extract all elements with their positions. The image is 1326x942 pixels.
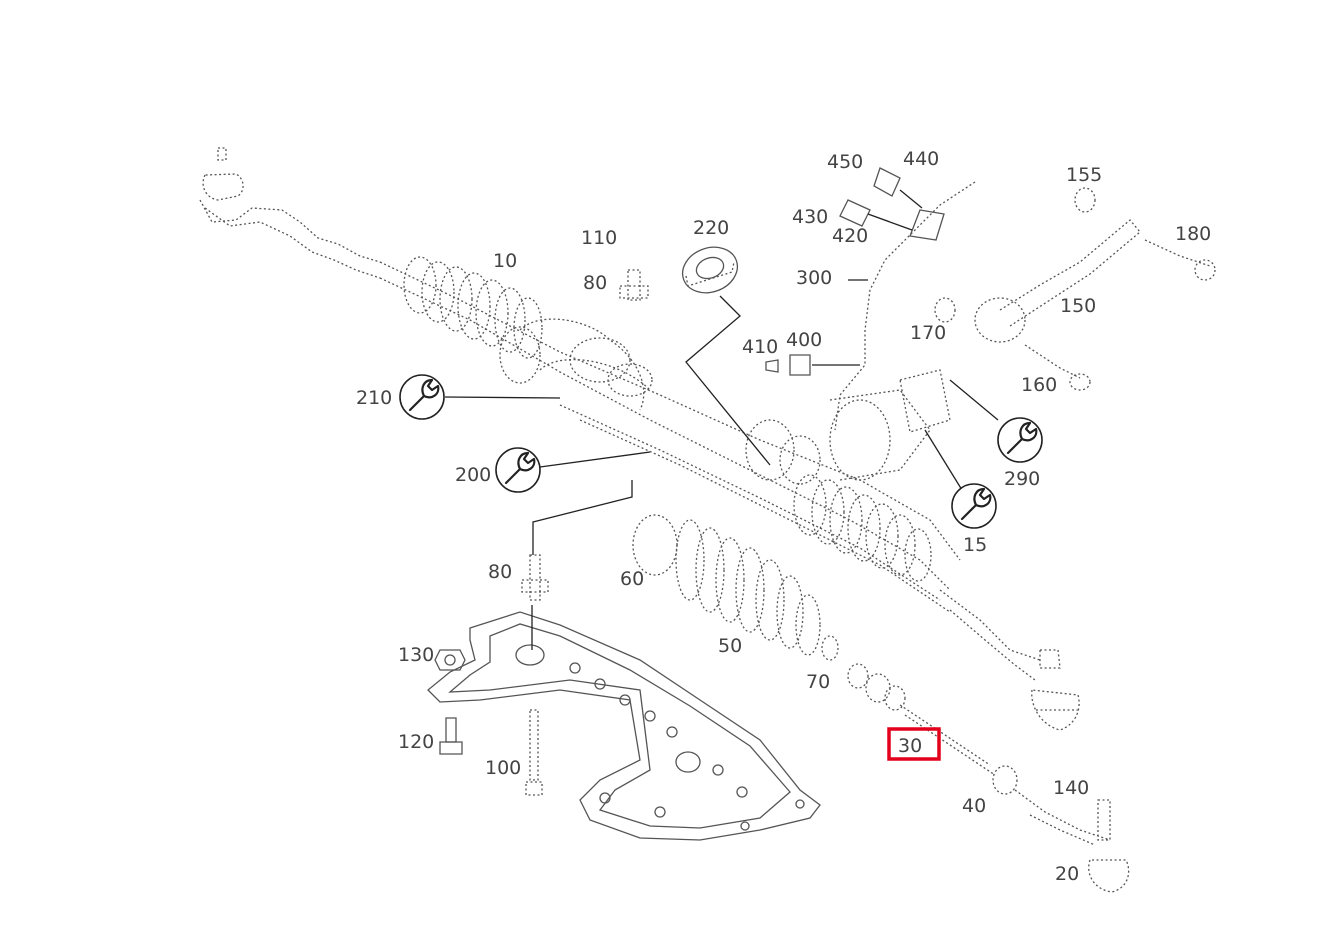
callout-170[interactable]: 170	[910, 322, 946, 344]
callout-100[interactable]: 100	[485, 757, 521, 779]
callout-155[interactable]: 155	[1066, 164, 1102, 186]
leader-lines	[444, 189, 999, 650]
callout-80-lower[interactable]: 80	[488, 561, 512, 583]
callout-20[interactable]: 20	[1055, 863, 1079, 885]
callout-200[interactable]: 200	[455, 464, 491, 486]
callout-440[interactable]: 440	[903, 148, 939, 170]
callout-450[interactable]: 450	[827, 151, 863, 173]
callout-15[interactable]: 15	[963, 534, 987, 556]
pressure-line	[765, 167, 976, 431]
callout-150[interactable]: 150	[1060, 295, 1096, 317]
callout-120[interactable]: 120	[398, 731, 434, 753]
callout-160[interactable]: 160	[1021, 374, 1057, 396]
wrench-icon[interactable]	[997, 417, 1043, 463]
callout-70[interactable]: 70	[806, 671, 830, 693]
callout-300[interactable]: 300	[796, 267, 832, 289]
callout-420[interactable]: 420	[832, 225, 868, 247]
callout-labels: 10 15 20 30 40 50 60 70 80 80 100 110 12…	[356, 148, 1211, 885]
callout-110[interactable]: 110	[581, 227, 617, 249]
left-tie-rod-end	[199, 147, 381, 279]
callout-30[interactable]: 30	[898, 735, 922, 757]
callout-220[interactable]: 220	[693, 217, 729, 239]
callout-10[interactable]: 10	[493, 250, 517, 272]
fasteners	[434, 269, 649, 796]
callout-180[interactable]: 180	[1175, 223, 1211, 245]
right-tie-rod	[939, 589, 1080, 731]
steering-rack-housing	[379, 256, 961, 613]
lower-boot-assembly	[632, 514, 1130, 893]
callout-60[interactable]: 60	[620, 568, 644, 590]
subframe	[427, 611, 821, 841]
callout-130[interactable]: 130	[398, 644, 434, 666]
wrench-icon[interactable]	[399, 374, 445, 420]
wrench-icon[interactable]	[495, 447, 541, 493]
right-upper-assembly	[899, 187, 1216, 433]
callout-430[interactable]: 430	[792, 206, 828, 228]
callout-80-upper[interactable]: 80	[583, 272, 607, 294]
callout-50[interactable]: 50	[718, 635, 742, 657]
callout-40[interactable]: 40	[962, 795, 986, 817]
selected-callout-highlight	[887, 727, 941, 761]
callout-290[interactable]: 290	[1004, 468, 1040, 490]
callout-400[interactable]: 400	[786, 329, 822, 351]
seal-ring-220	[681, 246, 739, 294]
callout-140[interactable]: 140	[1053, 777, 1089, 799]
wrench-icon[interactable]	[951, 483, 997, 529]
callout-210[interactable]: 210	[356, 387, 392, 409]
callout-410[interactable]: 410	[742, 336, 778, 358]
